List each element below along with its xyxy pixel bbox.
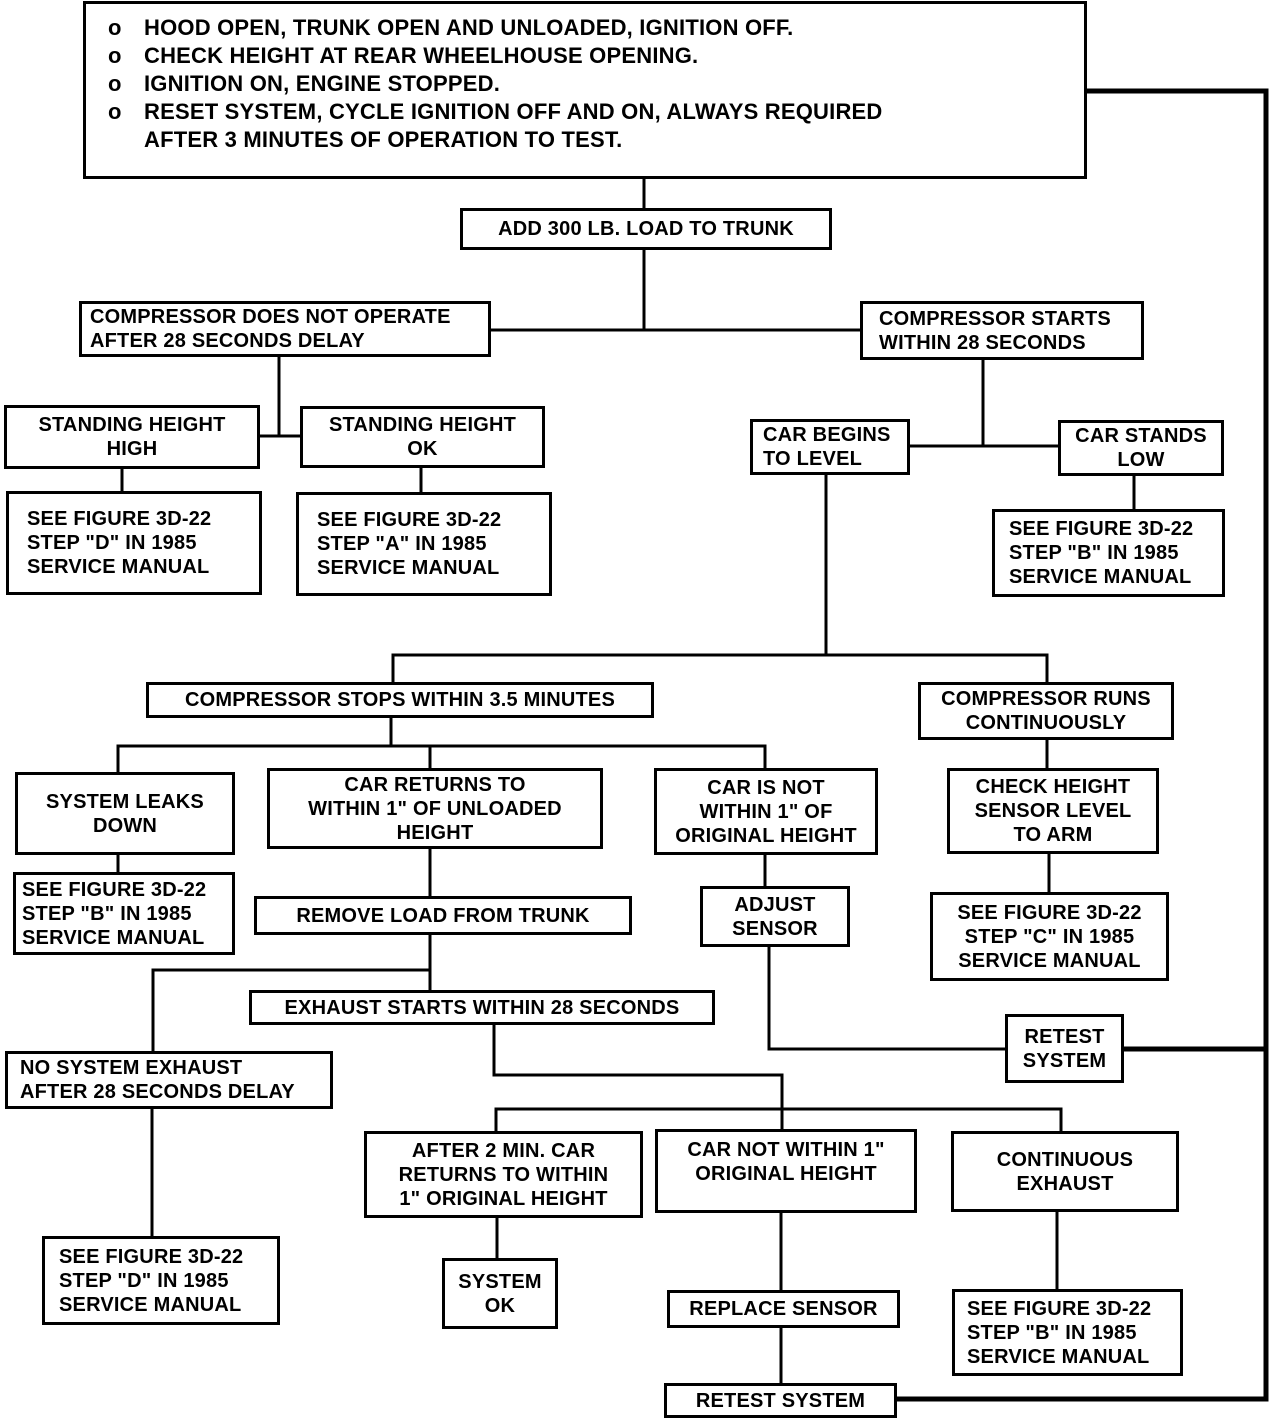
standing-height-ok-box: STANDING HEIGHT OK: [300, 406, 545, 468]
system-ok-box: SYSTEM OK: [442, 1258, 558, 1329]
after-2-min-box: AFTER 2 MIN. CAR RETURNS TO WITHIN 1" OR…: [364, 1131, 643, 1218]
bullet-icon: o: [108, 15, 122, 40]
replace-sensor-box: REPLACE SENSOR: [667, 1290, 900, 1328]
see-figure-step-a-box: SEE FIGURE 3D-22 STEP "A" IN 1985 SERVIC…: [296, 492, 552, 596]
compressor-stops-box: COMPRESSOR STOPS WITHIN 3.5 MINUTES: [146, 682, 654, 718]
preconditions-box: o HOOD OPEN, TRUNK OPEN AND UNLOADED, IG…: [83, 1, 1087, 179]
car-stands-low-box: CAR STANDS LOW: [1058, 420, 1224, 476]
car-not-within-original-box: CAR NOT WITHIN 1" ORIGINAL HEIGHT: [655, 1129, 917, 1213]
compressor-runs-box: COMPRESSOR RUNS CONTINUOUSLY: [918, 682, 1174, 740]
precondition-item: o HOOD OPEN, TRUNK OPEN AND UNLOADED, IG…: [108, 15, 794, 40]
retest-system-box: RETEST SYSTEM: [664, 1383, 897, 1418]
adjust-sensor-box: ADJUST SENSOR: [700, 886, 850, 947]
see-figure-step-b-box: SEE FIGURE 3D-22 STEP "B" IN 1985 SERVIC…: [952, 1289, 1183, 1376]
connector-line: [767, 943, 1010, 1051]
see-figure-step-b-box: SEE FIGURE 3D-22 STEP "B" IN 1985 SERVIC…: [992, 509, 1225, 597]
precondition-item: o RESET SYSTEM, CYCLE IGNITION OFF AND O…: [108, 99, 883, 152]
car-begins-level-box: CAR BEGINS TO LEVEL: [750, 419, 910, 475]
bullet-icon: o: [108, 43, 122, 68]
check-height-sensor-box: CHECK HEIGHT SENSOR LEVEL TO ARM: [947, 768, 1159, 854]
precondition-item: o IGNITION ON, ENGINE STOPPED.: [108, 71, 501, 96]
add-load-box: ADD 300 LB. LOAD TO TRUNK: [460, 208, 832, 250]
see-figure-step-c-box: SEE FIGURE 3D-22 STEP "C" IN 1985 SERVIC…: [930, 892, 1169, 981]
precondition-item: o CHECK HEIGHT AT REAR WHEELHOUSE OPENIN…: [108, 43, 699, 68]
compressor-starts-box: COMPRESSOR STARTS WITHIN 28 SECONDS: [860, 301, 1144, 360]
retest-system-box: RETEST SYSTEM: [1005, 1014, 1124, 1083]
bullet-icon: o: [108, 99, 122, 124]
retest-return-line: [895, 88, 1269, 1402]
exhaust-starts-box: EXHAUST STARTS WITHIN 28 SECONDS: [249, 990, 715, 1025]
standing-height-high-box: STANDING HEIGHT HIGH: [4, 405, 260, 469]
see-figure-step-b-box: SEE FIGURE 3D-22 STEP "B" IN 1985 SERVIC…: [13, 872, 235, 955]
see-figure-step-d-box: SEE FIGURE 3D-22 STEP "D" IN 1985 SERVIC…: [42, 1236, 280, 1325]
compressor-not-operate-box: COMPRESSOR DOES NOT OPERATE AFTER 28 SEC…: [79, 301, 491, 357]
connector-line: [492, 1021, 784, 1133]
remove-load-box: REMOVE LOAD FROM TRUNK: [254, 896, 632, 935]
connector-line: [151, 968, 432, 1055]
no-system-exhaust-box: NO SYSTEM EXHAUST AFTER 28 SECONDS DELAY: [5, 1051, 333, 1109]
car-returns-box: CAR RETURNS TO WITHIN 1" OF UNLOADED HEI…: [267, 768, 603, 849]
continuous-exhaust-box: CONTINUOUS EXHAUST: [951, 1131, 1179, 1212]
car-not-within-original-box: CAR IS NOT WITHIN 1" OF ORIGINAL HEIGHT: [654, 768, 878, 855]
bullet-icon: o: [108, 71, 122, 96]
system-leaks-down-box: SYSTEM LEAKS DOWN: [15, 772, 235, 855]
see-figure-step-d-box: SEE FIGURE 3D-22 STEP "D" IN 1985 SERVIC…: [6, 491, 262, 595]
